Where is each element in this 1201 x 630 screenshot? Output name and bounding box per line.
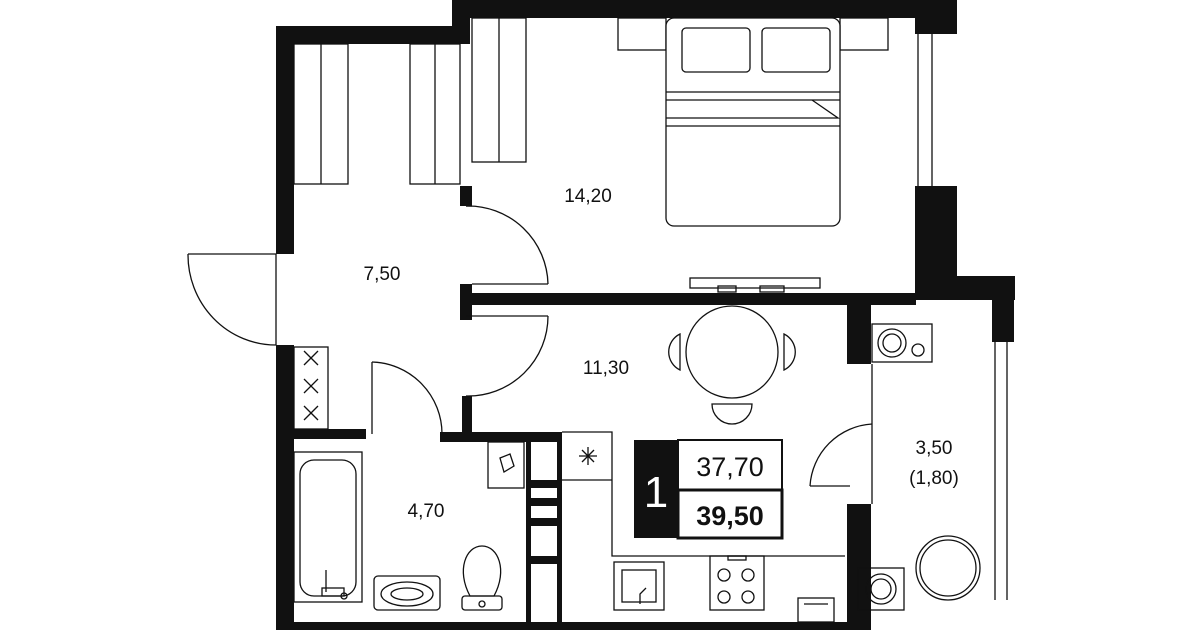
pillow-right [761,27,831,73]
pillow-left [681,27,751,73]
bathroom-fixtures [293,441,525,611]
stove [709,555,765,611]
wall-top-left [276,26,466,44]
apartment-info-box: 1 37,70 39,50 [634,439,784,540]
balcony-reduced-area-label: (1,80) [909,468,959,489]
bathroom-cabinet [487,441,525,489]
doors [187,205,873,504]
bathroom-door-swing [371,361,443,435]
total-area-box [676,488,784,540]
bathroom-sink [373,575,441,611]
nightstand-right [839,17,889,51]
wall-hall-kitchen [462,396,472,436]
wall-door-stub-1 [460,284,472,320]
shaft-cells [531,442,557,622]
bed [617,17,889,227]
kitchen-furniture [562,431,845,623]
hall-shoe-cabinet [293,346,329,430]
wall-bath-top [276,429,366,439]
kitchen-door-swing [465,315,549,397]
toilet-bowl [462,545,502,597]
living-area-value: 37,70 [696,452,764,482]
vent-icon [579,447,597,465]
balcony-door-swing [809,423,873,487]
entrance-door-swing [187,253,277,346]
hall-area-label: 7,50 [364,264,401,285]
wall-top-right-corner [915,0,957,34]
balcony-area-label: 3,50 [916,438,953,459]
bedroom-area-label: 14,20 [564,186,612,207]
bathtub [293,451,363,603]
wall-bedroom-left-lower [460,186,472,206]
wall-bottom [276,622,856,630]
wall-bath-top-right [440,432,540,442]
wall-right-balcony-corner [992,276,1014,342]
wall-bedroom-kitchen [466,293,916,305]
chair-right [783,332,796,372]
bedroom-door-swing [465,205,549,285]
chair-left [668,332,681,372]
total-area-value: 39,50 [696,501,764,531]
chair-bottom [711,403,753,425]
kitchen-sink [613,561,665,611]
wall-right-bedroom-lower [915,186,957,278]
room-count: 1 [644,468,668,517]
bathroom-area-label: 4,70 [408,501,445,522]
living-area-box [677,439,783,491]
walls [276,0,1015,630]
windows [917,34,1008,600]
balcony-boiler [871,323,933,363]
tv-console [689,277,821,293]
balcony-furniture [857,323,981,611]
balcony-table [915,535,981,601]
dining-set [668,305,796,425]
balcony-dryer [857,567,905,611]
toilet-tank [461,595,503,611]
wall-balcony-top [847,298,871,364]
dining-table [685,305,779,399]
wall-left-lower [276,345,294,630]
room-count-badge [634,440,678,538]
wardrobes [293,17,527,185]
washing-machine [797,597,835,623]
nightstand-left [617,17,667,51]
wall-balcony-bottom [847,504,871,630]
kitchen-area-label: 11,30 [583,358,629,379]
room-labels: 14,20 7,50 11,30 4,70 3,50 (1,80) [364,186,959,522]
wall-left-upper [276,26,294,254]
wall-top-bedroom [452,0,952,18]
